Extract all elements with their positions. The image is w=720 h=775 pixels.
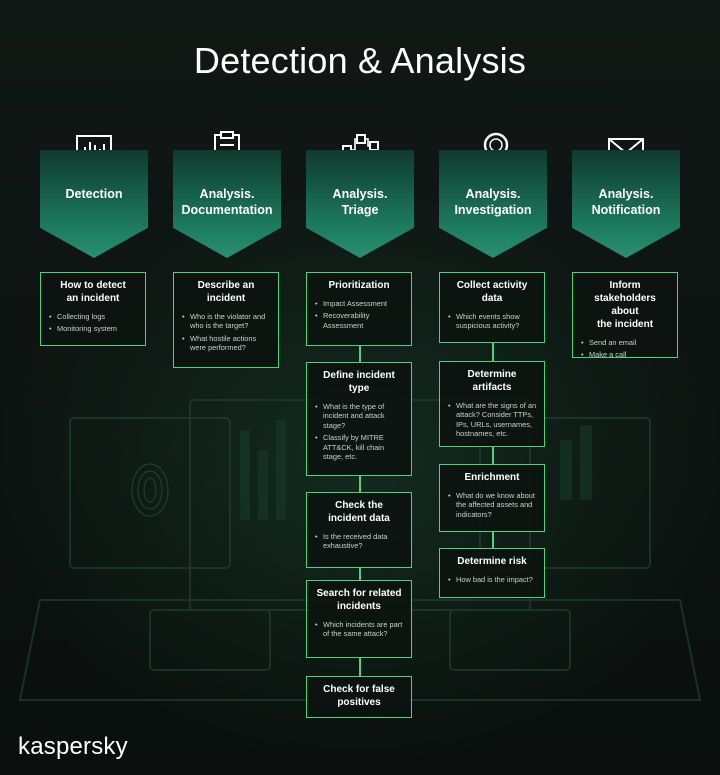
step-heading: Check the incident data (328, 500, 390, 524)
step-item: What do we know about the affected asset… (448, 491, 537, 519)
step-enrichment: Enrichment What do we know about the aff… (439, 464, 545, 532)
step-item: How bad is the impact? (448, 575, 537, 585)
step-item: Classify by MITRE ATT&CK, kill chain sta… (315, 433, 404, 461)
flow-connector (492, 343, 494, 361)
step-item: Is the received data exhaustive? (315, 532, 404, 551)
kaspersky-logo: kaspersky (18, 733, 128, 760)
step-collect-activity-data: Collect activity data Which events show … (439, 272, 545, 343)
step-heading: Determine artifacts (467, 369, 517, 393)
step-check-false-positives: Check for false positives (306, 676, 412, 718)
step-item: Monitoring system (49, 324, 138, 334)
flow-connector (359, 476, 361, 492)
step-heading: Check for false positives (323, 684, 395, 708)
stage-label: Analysis. Documentation (181, 187, 273, 217)
step-prioritization: Prioritization Impact Assessment Recover… (306, 272, 412, 346)
step-item: Recoverability Assessment (315, 311, 404, 330)
flow-connector (359, 568, 361, 580)
step-item: Which events show suspicious activity? (448, 312, 537, 331)
page-title: Detection & Analysis (193, 40, 527, 81)
step-item: What hostile actions were performed? (182, 334, 271, 353)
step-check-incident-data: Check the incident data Is the received … (306, 492, 412, 568)
step-inform-stakeholders: Inform stakeholders about the incident S… (572, 272, 678, 360)
step-determine-risk: Determine risk How bad is the impact? (439, 548, 545, 598)
step-heading: Prioritization (328, 280, 390, 291)
step-heading: Enrichment (464, 472, 520, 483)
flow-connector (492, 447, 494, 464)
step-define-incident-type: Define incident type What is the type of… (306, 362, 412, 476)
step-item: Send an email (581, 338, 670, 348)
step-heading: Inform stakeholders about the incident (594, 280, 656, 330)
step-heading: Search for related incidents (316, 588, 402, 612)
step-heading: Determine risk (457, 556, 527, 567)
step-heading: Define incident type (323, 370, 395, 394)
step-search-related-incidents: Search for related incidents Which incid… (306, 580, 412, 658)
flow-connector (359, 346, 361, 362)
step-determine-artifacts: Determine artifacts What are the signs o… (439, 361, 545, 447)
step-heading: How to detect an incident (60, 280, 126, 304)
step-item: Make a call (581, 350, 670, 360)
step-describe-incident: Describe an incident Who is the violator… (173, 272, 279, 368)
step-heading: Describe an incident (197, 280, 255, 304)
step-how-to-detect: How to detect an incident Collecting log… (40, 272, 146, 346)
step-item: Who is the violator and who is the targe… (182, 312, 271, 331)
step-heading: Collect activity data (456, 280, 528, 304)
step-item: Impact Assessment (315, 299, 404, 309)
stage-label: Analysis. Investigation (454, 187, 532, 217)
step-item: What are the signs of an attack? Conside… (448, 401, 537, 439)
stage-label: Detection (65, 187, 123, 201)
step-item: Which incidents are part of the same att… (315, 620, 404, 639)
step-item: What is the type of incident and attack … (315, 402, 404, 430)
step-item: Collecting logs (49, 312, 138, 322)
flow-connector (359, 658, 361, 676)
flow-connector (492, 532, 494, 548)
stage-label: Analysis. Notification (591, 187, 661, 217)
stage-label: Analysis. Triage (332, 187, 388, 217)
